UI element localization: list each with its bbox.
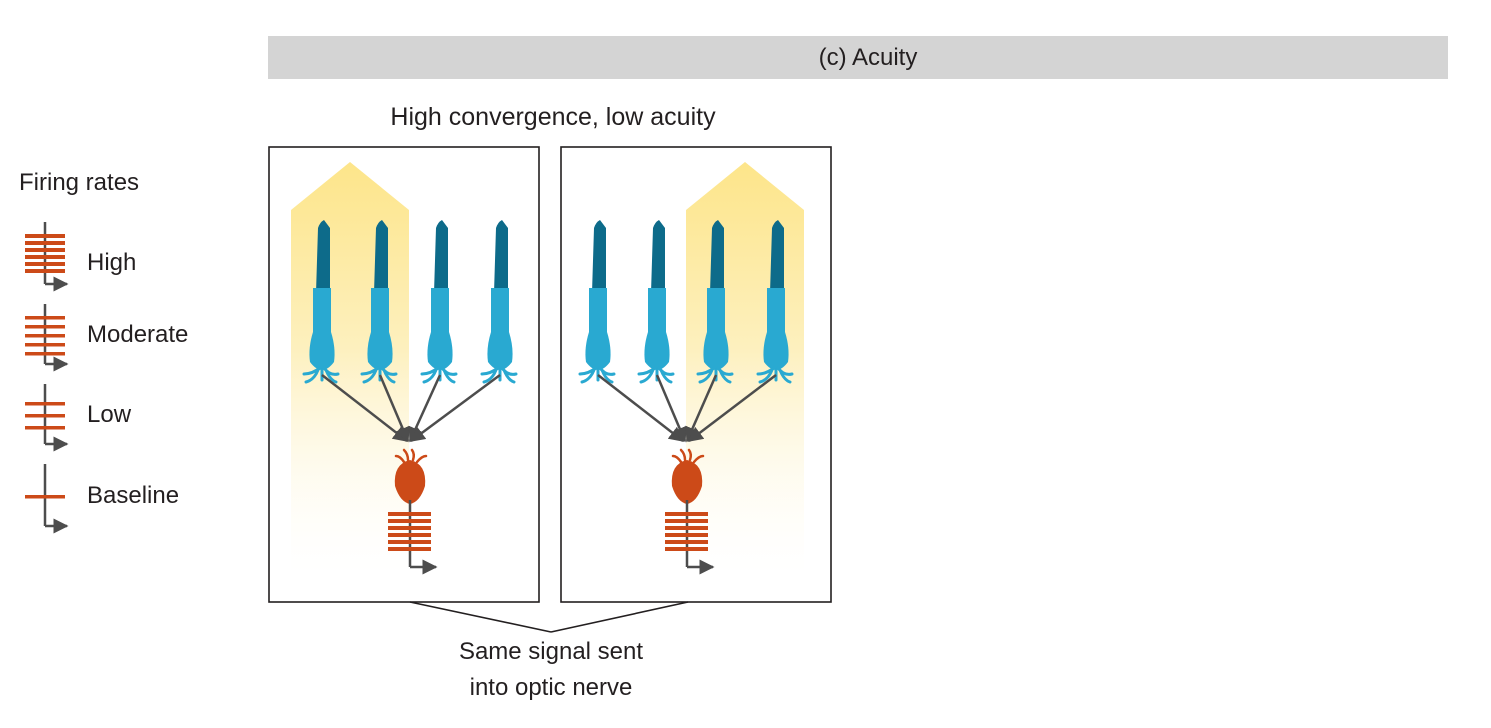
legend-item-low: Low: [25, 384, 132, 452]
legend-label-high: High: [87, 249, 136, 276]
panel-header-bar: [268, 36, 1448, 79]
spike-train-icon: [25, 384, 69, 452]
firing-rates-legend: Firing rates High: [19, 169, 188, 534]
legend-title: Firing rates: [19, 169, 139, 196]
caption-line-1: Same signal sent: [459, 638, 643, 665]
same-signal-bracket: [409, 601, 689, 633]
spike-train-icon: [25, 464, 69, 534]
spike-train-icon: [25, 222, 69, 292]
spike-train-icon: [665, 500, 715, 575]
spike-train-icon: [25, 304, 69, 372]
diagram-title: High convergence, low acuity: [390, 103, 716, 131]
legend-item-high: High: [25, 222, 136, 292]
legend-label-low: Low: [87, 401, 132, 428]
convergence-arrows: [597, 374, 777, 443]
panel-label: (c) Acuity: [819, 44, 918, 71]
panel-left: [268, 146, 540, 603]
spike-train-icon: [388, 500, 438, 575]
legend-label-baseline: Baseline: [87, 482, 179, 509]
legend-item-moderate: Moderate: [25, 304, 188, 372]
convergence-arrows: [321, 373, 501, 443]
legend-item-baseline: Baseline: [25, 464, 179, 534]
caption-line-2: into optic nerve: [470, 674, 633, 701]
panel-right: [560, 146, 832, 603]
legend-label-moderate: Moderate: [87, 321, 188, 348]
